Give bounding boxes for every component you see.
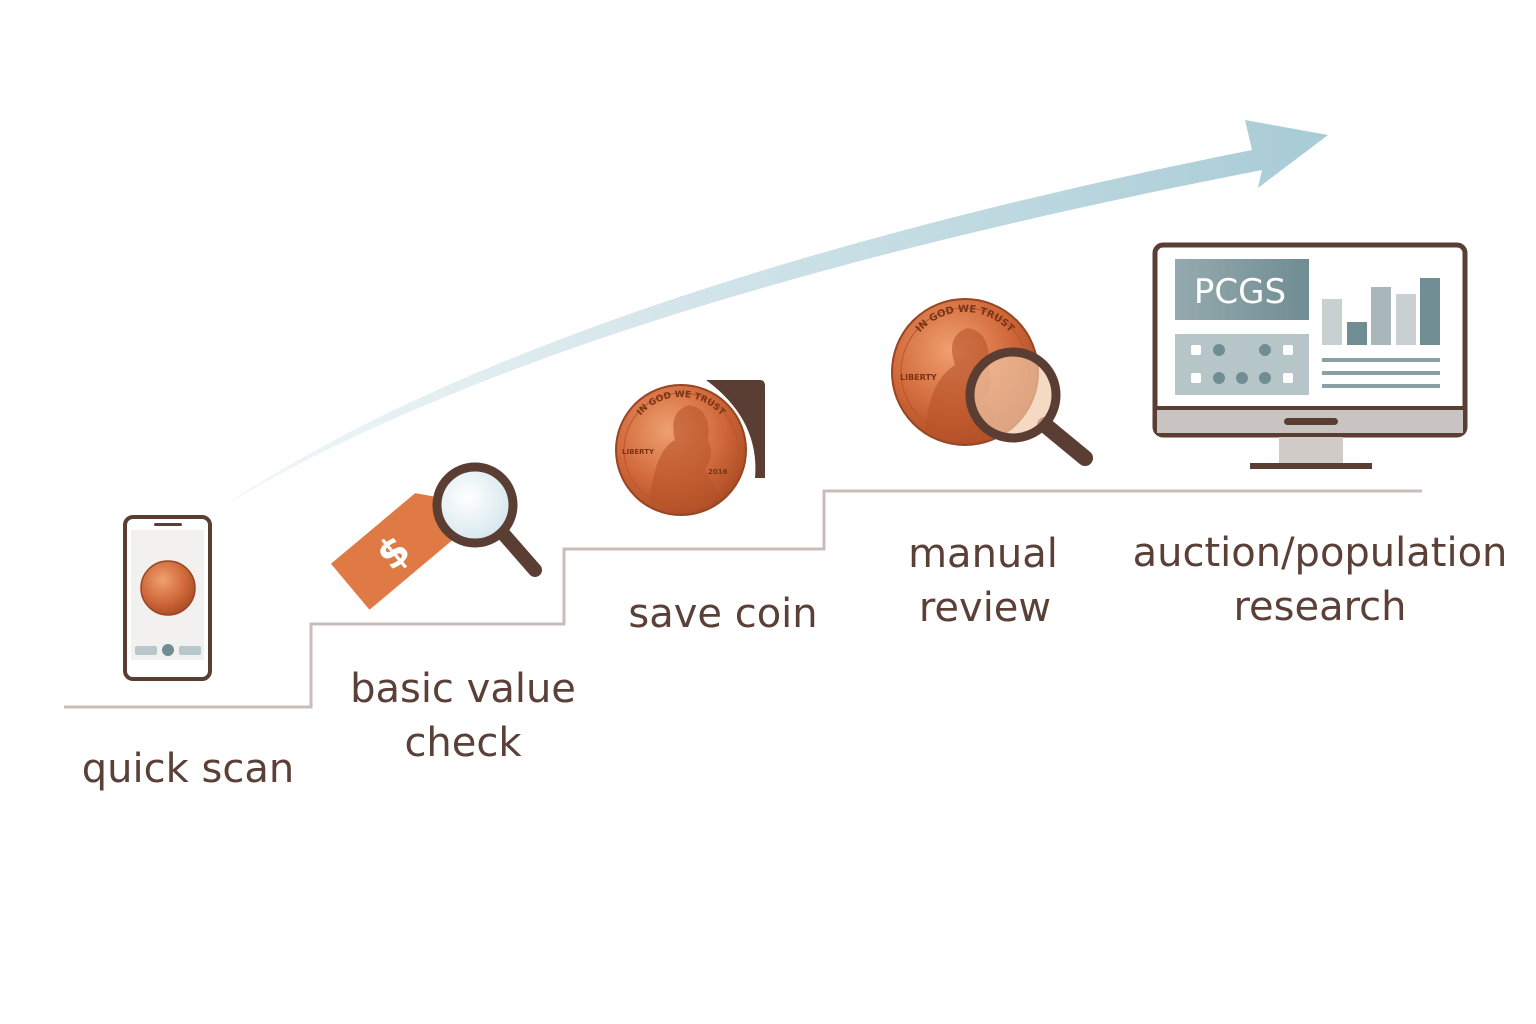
coin-holder-icon: IN GOD WE TRUST LIBERTY 2016	[615, 380, 765, 516]
smartphone-coin-scan-icon	[123, 515, 212, 681]
step-label-auction-population-research: auction/population research	[1133, 530, 1508, 630]
step-label-basic-value-check: basic value check	[350, 666, 576, 766]
coin-liberty: LIBERTY	[900, 373, 937, 382]
step-label-quick-scan: quick scan	[82, 746, 294, 792]
label-line: check	[404, 720, 522, 766]
step-label-save-coin: save coin	[628, 591, 817, 637]
label-line: review	[919, 585, 1051, 631]
label-line: basic value	[350, 666, 576, 712]
label-line: save coin	[628, 591, 817, 637]
label-line: auction/population	[1133, 530, 1508, 576]
coin-liberty: LIBERTY	[622, 448, 655, 456]
label-line: manual	[908, 531, 1058, 577]
stair-line	[64, 489, 1422, 709]
step-label-manual-review: manual review	[908, 531, 1058, 631]
growth-arrow	[222, 120, 1328, 507]
coin-magnifier-icon: IN GOD WE TRUST LIBERTY	[891, 298, 1093, 466]
monitor-pcgs-dashboard-icon: PCGS	[1152, 242, 1468, 469]
monitor-brand: PCGS	[1194, 272, 1286, 312]
price-tag-magnifier-icon: $	[330, 462, 542, 610]
label-line: quick scan	[82, 746, 294, 792]
coin-year: 2016	[708, 468, 728, 476]
label-line: research	[1233, 584, 1406, 630]
